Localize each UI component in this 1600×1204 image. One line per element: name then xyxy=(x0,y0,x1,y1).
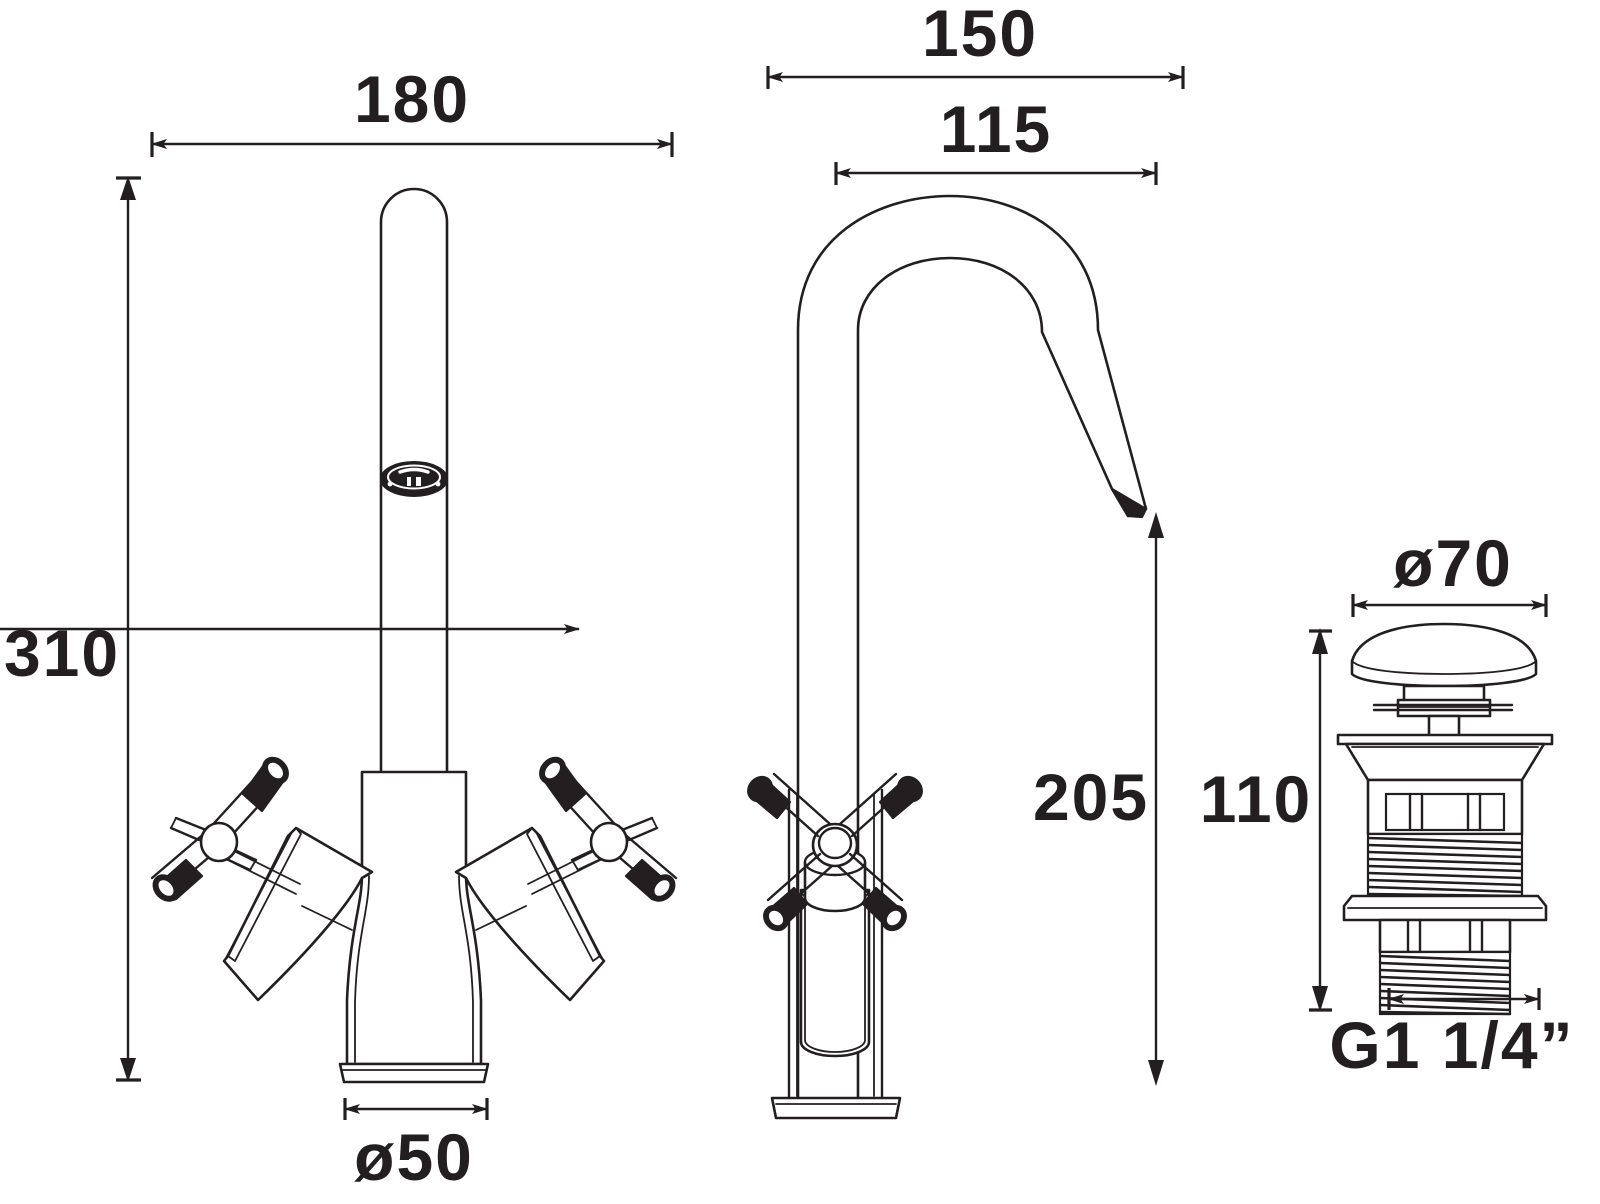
side-view-body-column xyxy=(787,788,884,1100)
front-view-right-handle xyxy=(527,756,678,902)
waste-slotted-body xyxy=(1366,778,1524,836)
front-view-base-flange xyxy=(338,1062,490,1084)
front-view-right-arm xyxy=(454,826,606,1002)
dimension-waste-cap-diameter: ø70 xyxy=(1351,526,1548,617)
dimension-label-diameter-70: ø70 xyxy=(1393,526,1513,600)
waste-cap xyxy=(1350,622,1538,688)
dimension-label-205: 205 xyxy=(1033,760,1149,834)
dimension-label-310: 310 xyxy=(4,616,120,690)
waste-collar xyxy=(1344,742,1546,782)
dimension-spout-reach-outer: 150 xyxy=(766,0,1185,89)
side-view xyxy=(747,194,1148,1120)
dimension-label-diameter-50: ø50 xyxy=(354,1120,474,1194)
dimension-label-110: 110 xyxy=(1200,762,1312,836)
front-view xyxy=(150,187,678,1084)
dimension-waste-thread: G1 1/4” xyxy=(1329,988,1574,1082)
dimension-height-overall: 310 xyxy=(0,176,580,1082)
dimension-label-115: 115 xyxy=(940,92,1052,166)
waste-lower-stub xyxy=(1378,918,1512,954)
side-view-cartridge xyxy=(799,847,871,1058)
waste-lower-thread xyxy=(1378,950,1512,1016)
dimension-label-thread: G1 1/4” xyxy=(1329,1008,1574,1082)
dimension-spout-reach-inner: 115 xyxy=(834,92,1158,185)
side-view-base-flange xyxy=(770,1096,902,1120)
front-view-left-handle xyxy=(150,756,301,902)
dimension-label-180: 180 xyxy=(354,62,470,136)
front-view-left-arm xyxy=(222,826,374,1002)
waste-top-flange xyxy=(1336,733,1554,746)
waste-lower-flange xyxy=(1342,894,1548,922)
side-view-cross-handle xyxy=(747,772,923,932)
dimension-base-diameter: ø50 xyxy=(343,1098,489,1194)
waste-upper-thread xyxy=(1366,832,1524,898)
waste-button-stem xyxy=(1372,684,1514,738)
dimension-spout-height: 205 xyxy=(1033,512,1164,1086)
dimension-width-overall: 180 xyxy=(150,62,674,157)
front-view-mixer-body xyxy=(345,770,483,1066)
waste-view xyxy=(1336,622,1554,1016)
dimension-label-150: 150 xyxy=(922,0,1038,70)
dimension-waste-height: 110 xyxy=(1200,628,1332,1012)
front-view-aerator-icon xyxy=(380,461,448,497)
